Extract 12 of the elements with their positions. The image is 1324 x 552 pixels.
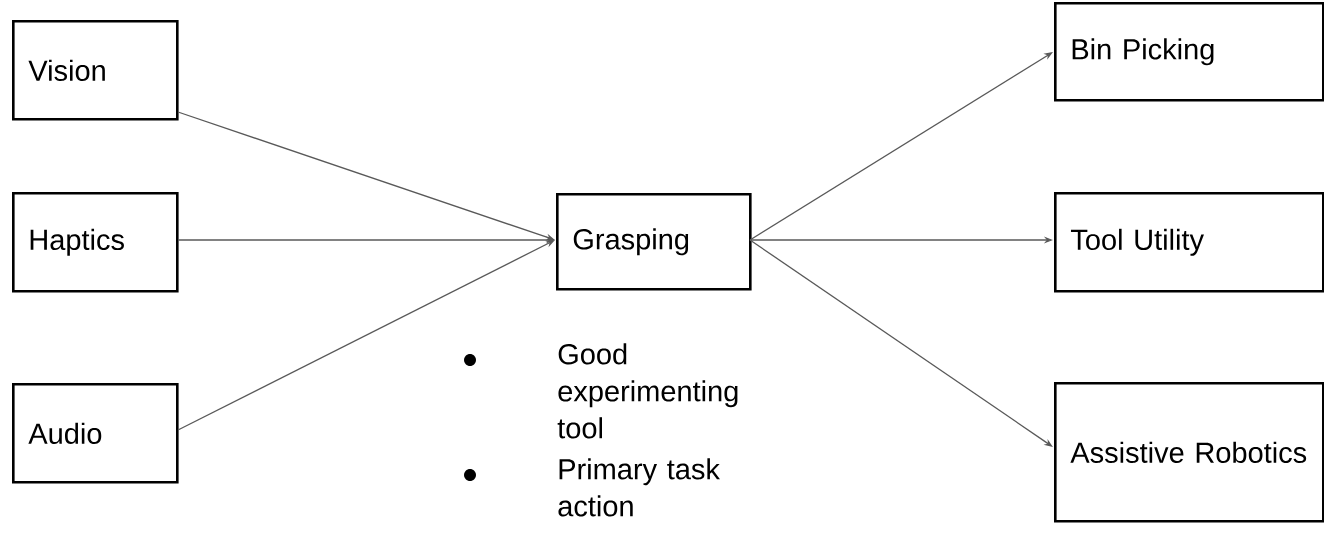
process-box: Vision (12, 20, 179, 121)
process-box: Assistive Robotics (1054, 382, 1324, 523)
process-box: Tool Utility (1054, 192, 1324, 293)
process-box: Haptics (12, 192, 179, 293)
arrow (749, 239, 1053, 447)
process-box: Bin Picking (1054, 2, 1324, 102)
arrow (749, 52, 1053, 241)
arrow (177, 240, 555, 431)
process-box: Grasping (556, 193, 752, 291)
process-box: Audio (12, 383, 179, 484)
bullet-text: Good experimenting tool (557, 343, 738, 439)
bullet-text: Primary task action (558, 458, 720, 517)
